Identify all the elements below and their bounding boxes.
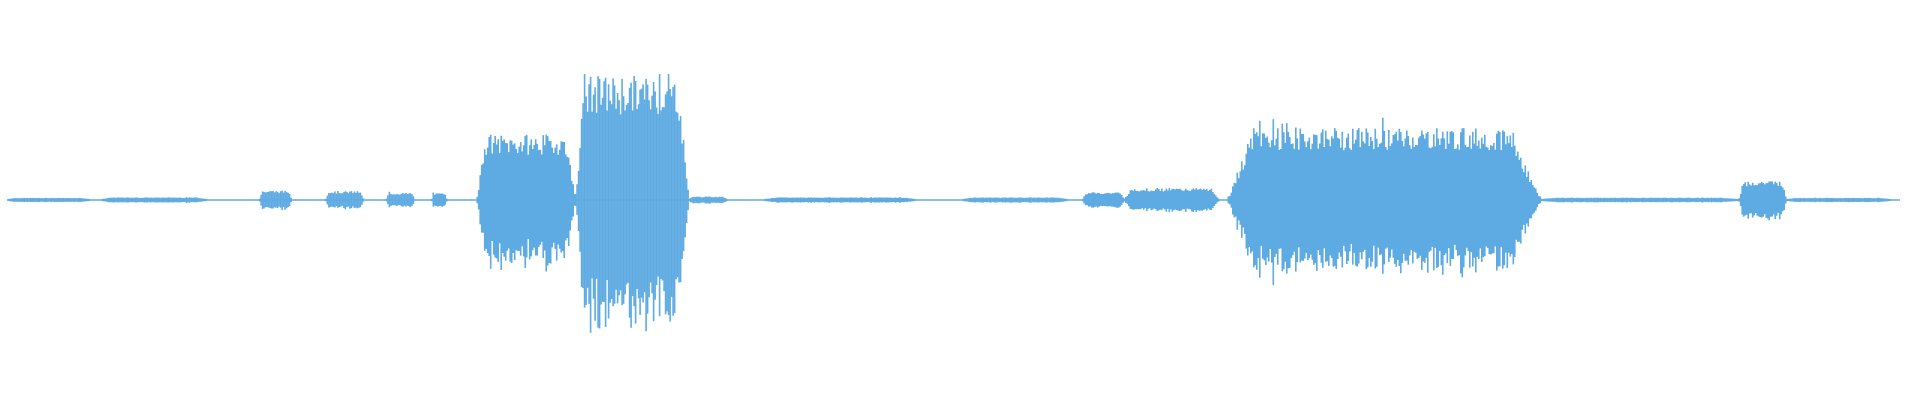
- waveform-segment: [1123, 188, 1220, 213]
- waveform-segment: [1227, 117, 1542, 286]
- waveform-segment: [476, 134, 576, 272]
- waveform-segment: [258, 190, 292, 211]
- waveform-segment: [1081, 192, 1124, 208]
- waveform-segment: [325, 191, 365, 210]
- waveform-segment: [763, 197, 916, 203]
- waveform-segment: [7, 197, 90, 203]
- waveform-segment: [101, 197, 207, 203]
- waveform-segment: [430, 192, 448, 207]
- waveform-segment: [688, 196, 728, 204]
- waveform-segment: [385, 191, 415, 208]
- waveform-segment: [574, 74, 689, 333]
- waveform-segment: [1785, 197, 1891, 203]
- waveform-segment: [1539, 197, 1740, 203]
- waveform-segment: [962, 197, 1068, 203]
- waveform-segment: [1738, 181, 1787, 221]
- waveform-bars: [7, 74, 1891, 333]
